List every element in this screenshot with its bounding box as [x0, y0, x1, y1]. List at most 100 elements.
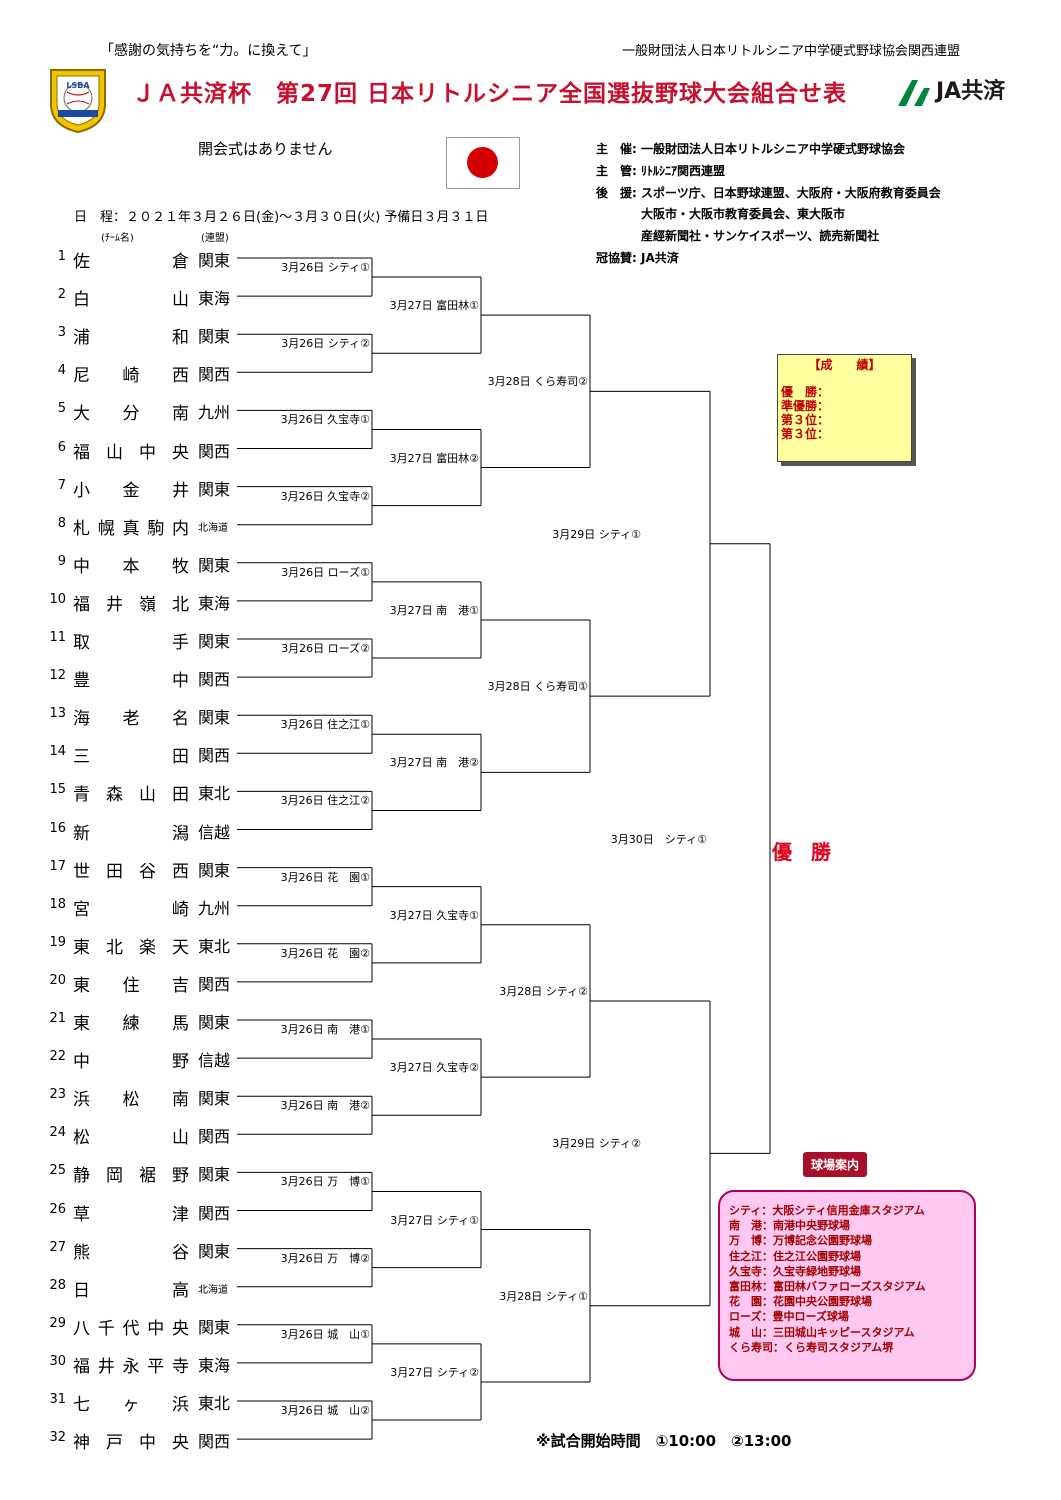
match-label: 3月26日 ローズ①	[281, 565, 370, 579]
team-number: 28	[49, 1277, 66, 1293]
organizer-sponsor: 冠協賛:JA共済	[596, 251, 679, 265]
team-league: 東北	[198, 784, 231, 804]
team-number: 10	[49, 591, 66, 607]
results-box: 【成 績】 優 勝： 準優勝： 第３位： 第３位：	[777, 354, 912, 462]
team-number: 5	[57, 401, 66, 417]
result-runner-up: 準優勝：	[781, 399, 830, 413]
team-league: 関西	[198, 365, 231, 385]
team-name: 八千代中央	[73, 1318, 189, 1339]
team-league: 関西	[198, 746, 231, 766]
team-name: 三田	[73, 747, 189, 768]
match-label: 3月27日 南 港②	[389, 756, 479, 770]
team-name: 浦和	[73, 328, 189, 349]
match-label: 3月26日 久宝寺①	[280, 413, 370, 427]
match-label: 3月26日 住之江②	[280, 794, 370, 808]
team-league: 関東	[198, 1241, 231, 1261]
team-name: 世田谷西	[73, 861, 189, 882]
japan-flag-icon	[446, 137, 520, 189]
team-number: 26	[49, 1201, 66, 1217]
match-label: 3月27日 シティ①	[390, 1213, 479, 1227]
team-number: 17	[49, 858, 66, 874]
match-label: 3月26日 久宝寺②	[280, 489, 370, 503]
match-label: 3月30日 シティ①	[610, 832, 707, 846]
lsba-logo: LSBA	[45, 64, 111, 134]
team-number: 9	[57, 553, 66, 569]
match-label: 3月27日 南 港①	[389, 603, 479, 617]
team-number: 4	[57, 363, 66, 379]
team-name: 宮崎	[73, 899, 189, 920]
match-label: 3月26日 シティ②	[281, 337, 370, 351]
results-title: 【成 績】	[808, 358, 881, 372]
team-league: 関東	[198, 1165, 231, 1185]
team-number: 25	[49, 1163, 66, 1179]
team-league: 関東	[198, 555, 231, 575]
team-number: 7	[57, 477, 66, 493]
team-number: 15	[49, 782, 66, 798]
team-number: 11	[49, 630, 66, 645]
team-league: 関東	[198, 1089, 231, 1109]
venue-item: シティ：大阪シティ信用金庫スタジアム	[729, 1204, 925, 1217]
match-label: 3月26日 万 博②	[280, 1251, 370, 1265]
match-label: 3月26日 城 山②	[280, 1404, 370, 1418]
slogan: 「感謝の気持ちを“力。に換えて」	[100, 43, 317, 59]
team-number: 14	[49, 744, 66, 760]
match-label: 3月29日 シティ②	[552, 1137, 641, 1151]
team-league: 関東	[198, 860, 231, 880]
team-league: 北海道	[198, 1284, 228, 1296]
match-label: 3月26日 シティ①	[281, 261, 370, 275]
team-number: 31	[49, 1392, 66, 1407]
organizer-top: 一般財団法人日本リトルシニア中学硬式野球協会関西連盟	[622, 44, 961, 59]
team-name: 札幌真駒内	[73, 518, 189, 539]
start-time-note: ※試合開始時間 ①10:00 ②13:00	[536, 1432, 792, 1450]
team-league: 関西	[198, 1203, 231, 1223]
team-name: 海老名	[73, 709, 189, 730]
team-name: 浜松南	[73, 1090, 189, 1111]
team-number: 8	[57, 515, 66, 531]
match-label: 3月29日 シティ①	[552, 527, 641, 541]
team-number: 6	[57, 439, 66, 455]
team-league: 東海	[198, 1355, 231, 1375]
venue-item: くら寿司：くら寿司スタジアム堺	[729, 1340, 894, 1354]
team-name: 日高	[73, 1280, 189, 1301]
team-league: 九州	[198, 898, 231, 918]
venue-item: 久宝寺：久宝寺緑地野球場	[729, 1264, 861, 1278]
team-name: 小金井	[73, 480, 189, 501]
team-league: 関西	[198, 974, 231, 994]
team-name: 新潟	[73, 823, 189, 844]
schedule: 日 程：２０２１年３月２６日(金)～３月３０日(火) 予備日３月３１日	[74, 210, 489, 225]
organizer-support: 後 援:スポーツ庁、日本野球連盟、大阪府・大阪府教育委員会	[596, 186, 941, 200]
match-label: 3月27日 久宝寺①	[389, 908, 479, 922]
venue-item: 城 山：三田城山キッピースタジアム	[729, 1325, 915, 1339]
team-name: 中本牧	[73, 556, 189, 577]
team-name: 大分南	[73, 404, 189, 425]
champion-label: 優 勝	[772, 840, 837, 864]
team-name: 中野	[73, 1052, 189, 1073]
team-league: 関東	[198, 1317, 231, 1337]
page-title: ＪＡ共済杯 第27回 日本リトルシニア全国選抜野球大会組合せ表	[132, 81, 848, 107]
match-label: 3月28日 くら寿司②	[487, 375, 588, 389]
result-third-1: 第３位：	[781, 413, 830, 427]
organizer-management: 主 管:ﾘﾄﾙｼﾆｱ関西連盟	[596, 164, 726, 178]
team-league: 関東	[198, 708, 231, 728]
team-name: 東北楽天	[73, 937, 189, 958]
team-name: 福山中央	[73, 442, 189, 463]
organizer-host: 主 催:一般財団法人日本リトルシニア中学硬式野球協会	[596, 142, 906, 156]
ja-kyosai-logo: JA共済	[896, 76, 1005, 108]
team-number: 23	[49, 1087, 66, 1103]
match-label: 3月26日 花 園①	[280, 870, 370, 884]
team-league: 関西	[198, 1432, 231, 1452]
team-league: 信越	[198, 1051, 231, 1071]
team-name: 神戸中央	[73, 1433, 189, 1454]
match-label: 3月26日 花 園②	[280, 946, 370, 960]
team-name: 尼崎西	[73, 366, 189, 387]
team-number: 21	[49, 1011, 66, 1026]
result-third-2: 第３位：	[781, 427, 830, 441]
match-label: 3月28日 くら寿司①	[487, 680, 588, 694]
venue-item: 万 博：万博記念公園野球場	[729, 1234, 872, 1248]
team-number: 16	[49, 820, 66, 836]
match-label: 3月27日 シティ②	[390, 1365, 479, 1379]
venue-item: 南 港：南港中央野球場	[729, 1219, 850, 1233]
team-league: 関西	[198, 1127, 231, 1147]
team-league: 北海道	[198, 522, 228, 534]
